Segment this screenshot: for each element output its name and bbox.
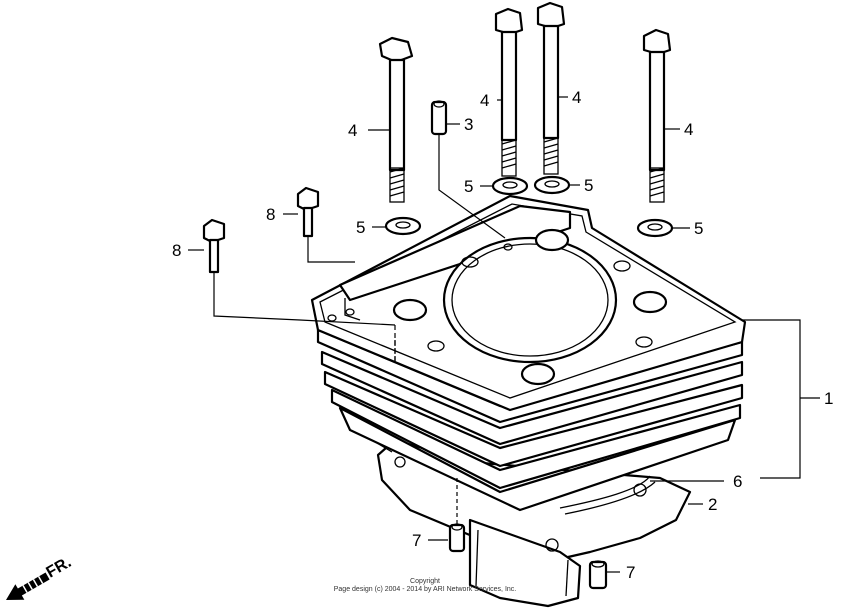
callout-5-upper-right: 5 [584, 176, 593, 195]
washer-upper-right [533, 175, 571, 195]
callout-5-lower-right: 5 [694, 219, 703, 238]
arrow-left-down-icon [6, 572, 50, 600]
leader-lines [188, 96, 820, 573]
dowel-pin-right [588, 560, 608, 590]
cylinder-top-deck [310, 194, 747, 412]
callout-4-left: 4 [348, 121, 357, 140]
callout-7-right: 7 [626, 563, 635, 582]
washer-lower-left [384, 216, 422, 236]
copyright-line-2: Page design (c) 2004 - 2014 by ARI Netwo… [333, 586, 517, 593]
washer-upper-left [491, 176, 529, 196]
callout-2: 2 [708, 495, 717, 514]
washer-lower-right [636, 218, 674, 238]
callout-4-mid-right: 4 [572, 88, 581, 107]
flange-bolt-upper [296, 186, 320, 238]
callout-3: 3 [464, 115, 473, 134]
callout-4-mid-left: 4 [480, 91, 489, 110]
cylinder-body [316, 328, 744, 515]
callout-4-right: 4 [684, 120, 693, 139]
flange-bolt-lower [202, 218, 226, 274]
callout-8-upper: 8 [266, 205, 275, 224]
callout-8-lower: 8 [172, 241, 181, 260]
stud-bolt-right [642, 28, 672, 203]
callout-5-lower-left: 5 [356, 218, 365, 237]
callout-7-left: 7 [412, 531, 421, 550]
callout-labels: 1 2 3 4 4 4 4 5 5 5 5 6 7 7 8 8 [172, 88, 833, 582]
callout-5-upper-left: 5 [464, 177, 473, 196]
copyright-line-1: Copyright [410, 578, 440, 585]
stud-bolt-mid-left [494, 7, 524, 177]
stud-bolt-mid-right [536, 1, 566, 175]
pin-3 [430, 100, 448, 136]
dowel-pin-left [448, 523, 466, 553]
stud-bolt-left [378, 36, 414, 203]
callout-1: 1 [824, 389, 833, 408]
callout-6: 6 [733, 472, 742, 491]
